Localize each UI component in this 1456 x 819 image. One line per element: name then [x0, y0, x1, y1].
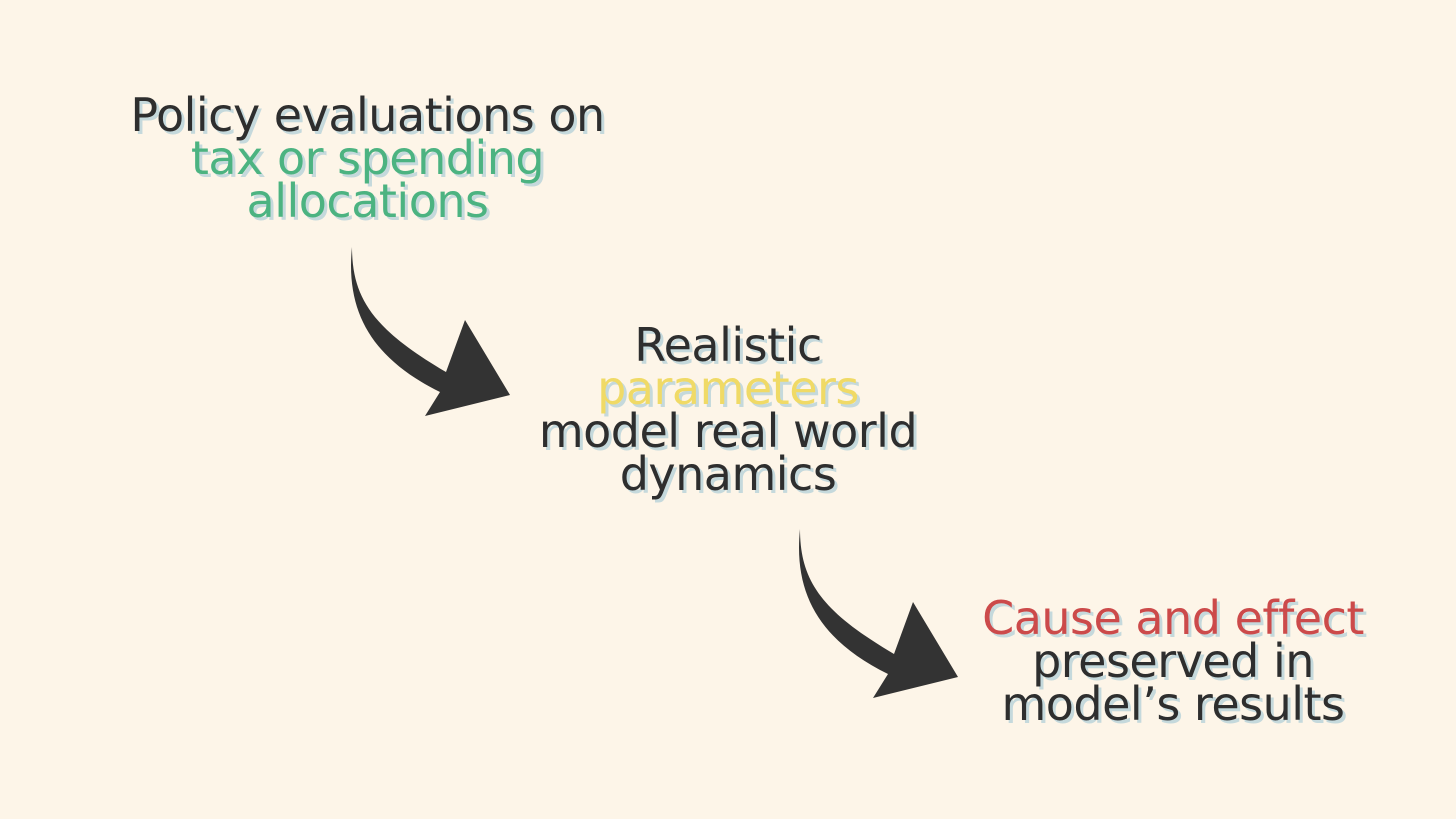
curved-arrow-icon — [351, 247, 510, 416]
step-3-line-1: Cause and effect — [982, 591, 1364, 645]
curved-arrow-icon — [799, 529, 958, 698]
step-2-line-2: parameters — [597, 361, 859, 415]
step-3-line-2: preserved in — [1032, 634, 1314, 688]
step-2-line-3: model real world — [538, 404, 918, 458]
step-1-line-2: tax or spending — [190, 131, 545, 185]
step-2-line-4: dynamics — [619, 447, 837, 501]
step-realistic-parameters: Realistic parameters model real world dy… — [498, 318, 958, 501]
step-1-line-1: Policy evaluations on — [130, 88, 605, 142]
step-3-line-3: model’s results — [1001, 677, 1345, 731]
step-1-line-3: allocations — [246, 174, 489, 228]
step-cause-and-effect: Cause and effect preserved in model’s re… — [950, 591, 1396, 731]
step-policy-evaluations: Policy evaluations on tax or spending al… — [95, 88, 640, 228]
step-2-line-1: Realistic — [634, 318, 822, 372]
